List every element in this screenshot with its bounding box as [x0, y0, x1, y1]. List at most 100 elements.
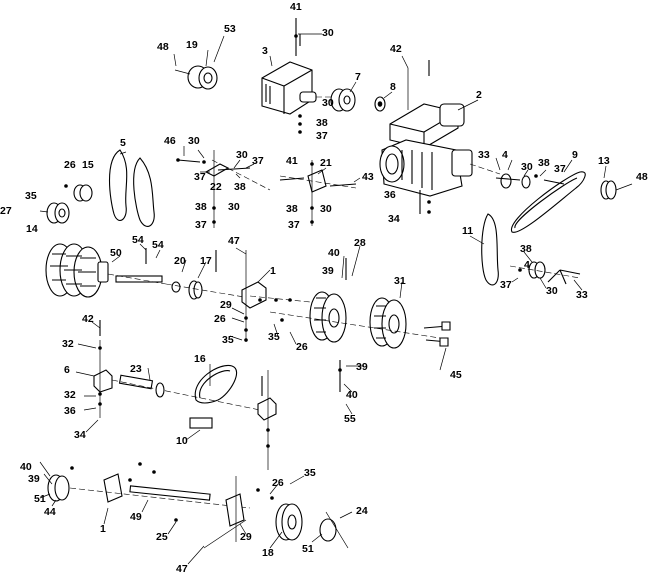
callout-17: 17 [200, 255, 212, 267]
callout-20: 20 [174, 255, 186, 267]
callout-48: 48 [157, 41, 169, 53]
callout-39: 39 [322, 265, 334, 277]
callout-37: 37 [288, 219, 300, 231]
callout-11: 11 [462, 225, 473, 237]
callout-55: 55 [344, 413, 356, 425]
callout-9: 9 [572, 149, 578, 161]
callout-37: 37 [316, 130, 328, 142]
callout-2: 2 [476, 89, 482, 101]
callout-40: 40 [20, 461, 32, 473]
callout-39: 39 [28, 473, 40, 485]
callout-13: 13 [598, 155, 610, 167]
callout-37: 37 [252, 155, 264, 167]
callout-30: 30 [228, 201, 240, 213]
callout-16: 16 [194, 353, 206, 365]
callout-46: 46 [164, 135, 176, 147]
lower-axle-assembly-part [47, 473, 349, 549]
callout-7: 7 [355, 71, 361, 83]
callout-38: 38 [538, 157, 550, 169]
callout-26: 26 [214, 313, 226, 325]
wheel-axle-line [269, 311, 441, 339]
wheel-left-part [309, 291, 347, 343]
callout-30: 30 [322, 97, 334, 109]
callout-32: 32 [62, 338, 74, 350]
callout-50: 50 [110, 247, 122, 259]
hardware-dots [64, 34, 538, 522]
engine-part [379, 103, 501, 197]
callout-38: 38 [316, 117, 328, 129]
callout-30: 30 [521, 161, 533, 173]
callout-45: 45 [450, 369, 462, 381]
long-belt-part [511, 171, 586, 233]
callout-38: 38 [234, 181, 246, 193]
callout-30: 30 [236, 149, 248, 161]
callout-28: 28 [354, 237, 366, 249]
callout-49: 49 [130, 511, 142, 523]
callout-19: 19 [186, 39, 198, 51]
callout-40: 40 [328, 247, 340, 259]
callout-47: 47 [228, 235, 240, 247]
callout-44: 44 [44, 506, 56, 518]
callout-34: 34 [388, 213, 400, 225]
callout-25: 25 [156, 531, 168, 543]
callout-5: 5 [120, 137, 126, 149]
callout-40: 40 [346, 389, 358, 401]
callout-37: 37 [500, 279, 512, 291]
callout-35: 35 [222, 334, 234, 346]
callout-8: 8 [390, 81, 396, 93]
leader-lines [39, 33, 607, 565]
callout-23: 23 [130, 363, 142, 375]
engine-shaft-pulley-part [500, 173, 531, 189]
callout-18: 18 [262, 547, 274, 559]
callout-37: 37 [195, 219, 207, 231]
axle-bracket-part [241, 250, 311, 342]
callout-53: 53 [224, 23, 236, 35]
callout-37: 37 [194, 171, 206, 183]
tine-rotor-part [45, 243, 167, 298]
v-belt-pair-part [109, 149, 155, 227]
callout-15: 15 [82, 159, 94, 171]
small-pulley-part [174, 65, 218, 90]
axle-pulley-part [165, 280, 251, 300]
callout-42: 42 [390, 43, 402, 55]
callout-39: 39 [356, 361, 368, 373]
callout-35: 35 [25, 190, 37, 202]
callout-48: 48 [636, 171, 648, 183]
callout-26: 26 [272, 477, 284, 489]
callout-38: 38 [195, 201, 207, 213]
callout-4: 4 [524, 259, 530, 271]
callout-47: 47 [176, 563, 188, 575]
callout-6: 6 [64, 364, 70, 376]
callout-35: 35 [268, 331, 280, 343]
gearbox-housing-part [261, 61, 340, 115]
callout-41: 41 [286, 155, 298, 167]
callout-30: 30 [546, 285, 558, 297]
callout-29: 29 [220, 299, 232, 311]
tension-bracket-part [204, 150, 271, 228]
callout-54: 54 [152, 239, 164, 251]
callout-35: 35 [304, 467, 316, 479]
callout-31: 31 [394, 275, 406, 287]
callout-27: 27 [0, 205, 12, 217]
callout-32: 32 [64, 389, 76, 401]
callout-30: 30 [320, 203, 332, 215]
callout-1: 1 [270, 265, 276, 277]
callout-30: 30 [322, 27, 334, 39]
callout-36: 36 [384, 189, 396, 201]
callout-54: 54 [132, 234, 144, 246]
callout-24: 24 [356, 505, 368, 517]
callout-29: 29 [240, 531, 252, 543]
callout-26: 26 [64, 159, 76, 171]
short-belt-part [481, 213, 499, 286]
callout-34: 34 [74, 429, 86, 441]
callout-51: 51 [302, 543, 314, 555]
callout-33: 33 [576, 289, 588, 301]
callout-4: 4 [502, 149, 508, 161]
idler-pulleys-part [39, 184, 93, 224]
callout-22: 22 [210, 181, 222, 193]
callout-43: 43 [362, 171, 374, 183]
wheel-right-part [369, 297, 407, 349]
callout-3: 3 [262, 45, 268, 57]
